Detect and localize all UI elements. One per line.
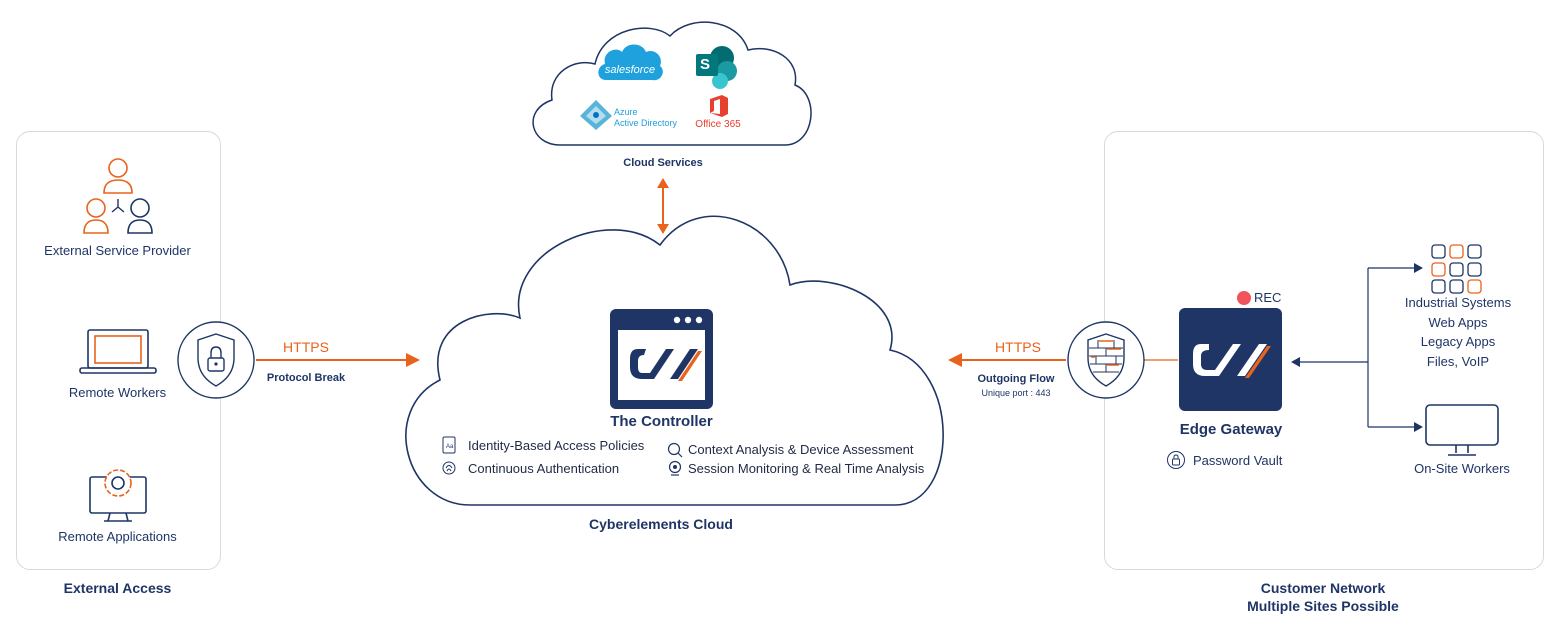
customer-network-panel	[1104, 131, 1544, 570]
external-service-provider-label: External Service Provider	[44, 243, 191, 258]
cyberelements-cloud-label: Cyberelements Cloud	[589, 516, 733, 532]
on-site-workers-label: On-Site Workers	[1414, 461, 1510, 476]
external-service-provider-icon	[83, 158, 153, 234]
cloud-services-label: Cloud Services	[623, 157, 703, 169]
controller-app-icon	[610, 309, 713, 409]
password-vault-icon	[1167, 451, 1185, 469]
external-access-title: External Access	[63, 580, 172, 596]
salesforce-logo	[598, 44, 663, 81]
feature-continuous-auth: Continuous Authentication	[468, 461, 620, 476]
systems-item-files: Files, VoIP	[1426, 354, 1490, 369]
sharepoint-letter: S	[699, 56, 710, 73]
identity-icon: Aa	[442, 436, 456, 454]
right-https-label: HTTPS	[995, 339, 1041, 355]
svg-text:Aa: Aa	[446, 444, 454, 450]
customer-network-subtitle: Multiple Sites Possible	[1247, 598, 1399, 614]
monitor-icon	[1425, 404, 1499, 456]
authentication-icon	[442, 461, 456, 475]
rec-dot-icon	[1237, 291, 1251, 305]
azure-label-1: Azure	[614, 107, 638, 117]
edge-gateway-icon	[1179, 308, 1282, 411]
feature-context-analysis: Context Analysis & Device Assessment	[688, 442, 914, 457]
azure-ad-logo	[580, 100, 612, 130]
remote-applications-label: Remote Applications	[58, 529, 177, 544]
systems-item-industrial: Industrial Systems	[1404, 295, 1512, 310]
outgoing-flow-label: Outgoing Flow	[977, 373, 1055, 385]
search-icon	[667, 442, 683, 458]
rec-label: REC	[1254, 290, 1282, 305]
feature-identity-policies: Identity-Based Access Policies	[468, 438, 645, 453]
password-vault-label: Password Vault	[1193, 453, 1283, 468]
systems-item-legacy: Legacy Apps	[1420, 334, 1496, 349]
salesforce-logo-text: salesforce	[604, 64, 656, 76]
protocol-break-label: Protocol Break	[266, 372, 346, 384]
lock-shield-icon	[177, 321, 255, 399]
unique-port-label: Unique port : 443	[981, 388, 1051, 398]
remote-workers-label: Remote Workers	[68, 385, 167, 400]
office365-label: Office 365	[695, 119, 741, 130]
systems-item-webapps: Web Apps	[1428, 315, 1488, 330]
remote-applications-icon	[89, 469, 147, 522]
laptop-icon	[79, 329, 157, 374]
edge-gateway-label: Edge Gateway	[1179, 421, 1283, 438]
left-https-label: HTTPS	[283, 339, 329, 355]
office365-logo	[710, 95, 728, 117]
feature-session-monitoring: Session Monitoring & Real Time Analysis	[688, 461, 925, 476]
azure-label-2: Active Directory	[614, 118, 678, 128]
controller-title: The Controller	[610, 413, 713, 430]
sharepoint-logo	[696, 46, 737, 89]
app-grid-icon	[1431, 244, 1482, 294]
customer-network-title: Customer Network	[1260, 580, 1386, 596]
firewall-shield-icon	[1067, 321, 1145, 399]
webcam-icon	[668, 460, 682, 476]
